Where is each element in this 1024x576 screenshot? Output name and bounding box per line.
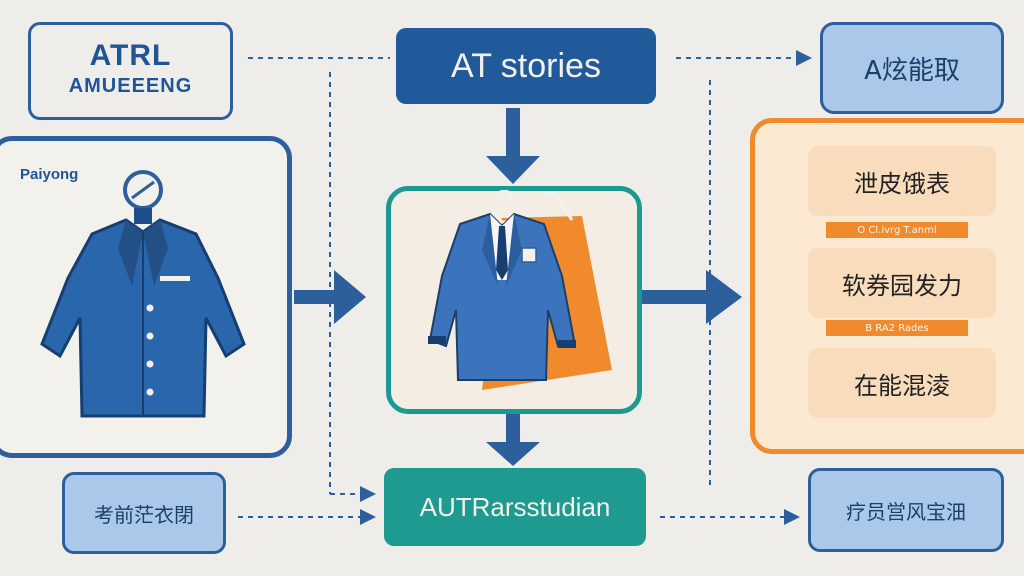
title-line-2: AMUEEENG bbox=[68, 75, 193, 97]
left-panel-label: Paiyong bbox=[20, 166, 79, 183]
title-box: ATRL AMUEEENG bbox=[28, 22, 233, 120]
right-card-3: 在能混淩 bbox=[808, 348, 996, 418]
bottom-right-box: 疗员営风宝沺 bbox=[808, 468, 1004, 552]
stories-box: AT stories bbox=[396, 28, 656, 104]
bottom-left-label: 考前茫衣閉 bbox=[94, 502, 194, 527]
stories-label: AT stories bbox=[451, 46, 601, 85]
arrow-down-center bbox=[486, 414, 540, 466]
top-right-box: A炫能取 bbox=[820, 22, 1004, 114]
right-card-1: 泄皮饿表 bbox=[808, 146, 996, 216]
bottom-right-label: 疗员営风宝沺 bbox=[846, 499, 966, 524]
arrow-right-left-panel bbox=[294, 270, 366, 324]
arrow-right-center-panel bbox=[640, 270, 742, 324]
right-bar-1: O Cl.ivrg T.anml bbox=[826, 222, 968, 238]
top-right-label: A炫能取 bbox=[864, 55, 960, 86]
title-line-1: ATRL bbox=[89, 39, 172, 72]
bottom-left-box: 考前茫衣閉 bbox=[62, 472, 226, 554]
jacket-on-mannequin-icon bbox=[40, 170, 246, 418]
suit-on-hanger-icon bbox=[428, 190, 612, 390]
bottom-center-box: AUTRarsstudian bbox=[384, 468, 646, 546]
right-card-2-label: 软券园发力 bbox=[842, 271, 962, 300]
right-bar-2: B RA2 Rades bbox=[826, 320, 968, 336]
arrow-down-stories bbox=[486, 108, 540, 184]
right-bar-2-label: B RA2 Rades bbox=[865, 322, 929, 334]
bottom-center-label: AUTRarsstudian bbox=[419, 491, 611, 522]
right-card-2: 软券园发力 bbox=[808, 248, 996, 318]
right-card-1-label: 泄皮饿表 bbox=[854, 169, 950, 198]
right-bar-1-label: O Cl.ivrg T.anml bbox=[857, 224, 937, 236]
right-card-3-label: 在能混淩 bbox=[854, 371, 950, 400]
